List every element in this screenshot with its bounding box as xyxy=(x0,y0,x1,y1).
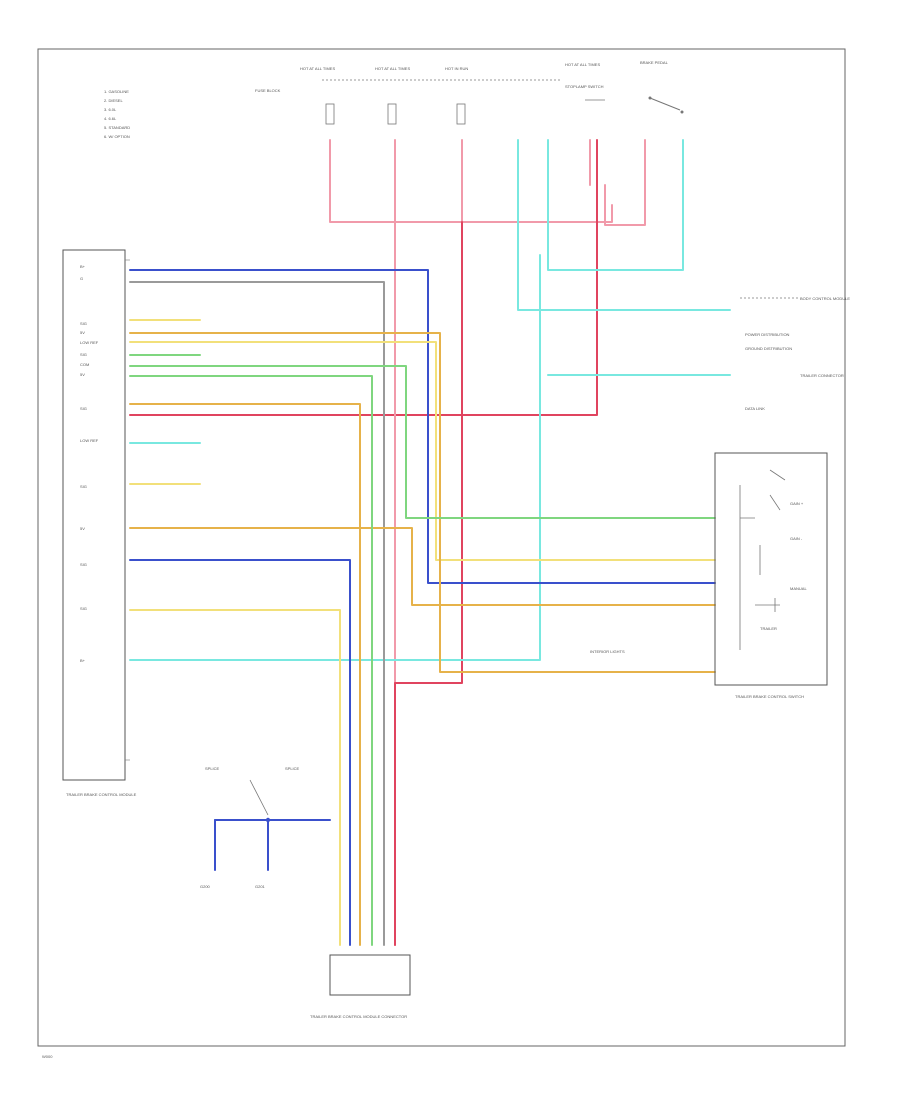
ground-distribution-label: GROUND DISTRIBUTION xyxy=(745,346,792,351)
legend-item: 6. W/ OPTION xyxy=(104,134,130,139)
fuse-icon xyxy=(387,103,397,125)
stoplamp-switch-label: STOPLAMP SWITCH xyxy=(565,84,604,89)
hot-at-all-times-label: HOT AT ALL TIMES xyxy=(565,62,600,67)
module-name-label: TRAILER BRAKE CONTROL MODULE xyxy=(66,792,137,797)
pin-label: 5V xyxy=(80,372,85,377)
hot-at-all-times-label: HOT AT ALL TIMES xyxy=(375,66,410,71)
fuse-block-label: FUSE BLOCK xyxy=(255,88,281,93)
switch-name-label: TRAILER BRAKE CONTROL SWITCH xyxy=(735,694,804,699)
pin-label: B+ xyxy=(80,658,86,663)
pin-label: G xyxy=(80,276,83,281)
switch-label: TRAILER xyxy=(760,626,777,631)
top-components: HOT AT ALL TIMES HOT AT ALL TIMES HOT IN… xyxy=(255,60,684,125)
switch-icon xyxy=(649,97,681,111)
switch-label: GAIN + xyxy=(790,501,804,506)
pin-label: SIG xyxy=(80,484,87,489)
trailer-brake-control-module: TRAILER BRAKE CONTROL MODULE B+ G SIG 5V… xyxy=(62,249,137,797)
interior-lights-label: INTERIOR LIGHTS xyxy=(590,649,625,654)
footer-code: W000 xyxy=(42,1054,53,1059)
diagram-frame xyxy=(37,48,846,1047)
ground-label: G201 xyxy=(255,884,266,889)
trailer-connector-label: TRAILER CONNECTOR xyxy=(800,373,844,378)
splice-label: SPLICE xyxy=(285,766,300,771)
switch-label: GAIN - xyxy=(790,536,803,541)
pin-label: SIG xyxy=(80,352,87,357)
pin-label: SIG xyxy=(80,606,87,611)
pin-label: LOW REF xyxy=(80,340,99,345)
pin-label: 5V xyxy=(80,330,85,335)
pin-label: SIG xyxy=(80,406,87,411)
pin-label: COM xyxy=(80,362,89,367)
fuse-icon xyxy=(325,103,335,125)
pin-label: LOW REF xyxy=(80,438,99,443)
fuse-icon xyxy=(456,103,466,125)
pin-label: SIG xyxy=(80,562,87,567)
legend-item: 4. 6.6L xyxy=(104,116,117,121)
body-control-module-label: BODY CONTROL MODULE xyxy=(800,296,850,301)
legend-item: 5. STANDARD xyxy=(104,125,130,130)
connector-label: TRAILER BRAKE CONTROL MODULE CONNECTOR xyxy=(310,1014,407,1019)
bottom-connector: TRAILER BRAKE CONTROL MODULE CONNECTOR xyxy=(310,954,411,1019)
ground-label: G200 xyxy=(200,884,211,889)
pin-label: 5V xyxy=(80,526,85,531)
brake-pedal-label: BRAKE PEDAL xyxy=(640,60,669,65)
splice-label: SPLICE xyxy=(205,766,220,771)
legend-item: 2. DIESEL xyxy=(104,98,123,103)
switch-label: MANUAL xyxy=(790,586,807,591)
wires xyxy=(129,139,731,946)
legend-item: 1. GASOLINE xyxy=(104,89,129,94)
pin-label: SIG xyxy=(80,321,87,326)
bottom-components: SPLICE SPLICE G200 G201 INTERIOR LIGHTS xyxy=(200,649,625,889)
right-labels: BODY CONTROL MODULE POWER DISTRIBUTION G… xyxy=(740,296,850,411)
power-distribution-label: POWER DISTRIBUTION xyxy=(745,332,790,337)
trailer-brake-control-switch: TRAILER BRAKE CONTROL SWITCH GAIN + GAIN… xyxy=(714,452,828,699)
switch-contact-icon xyxy=(739,469,786,650)
pin-label: B+ xyxy=(80,264,86,269)
data-link-label: DATA LINK xyxy=(745,406,765,411)
hot-in-run-label: HOT IN RUN xyxy=(445,66,468,71)
legend-item: 3. 6.0L xyxy=(104,107,117,112)
legend: 1. GASOLINE 2. DIESEL 3. 6.0L 4. 6.6L 5.… xyxy=(104,89,130,139)
hot-at-all-times-label: HOT AT ALL TIMES xyxy=(300,66,335,71)
